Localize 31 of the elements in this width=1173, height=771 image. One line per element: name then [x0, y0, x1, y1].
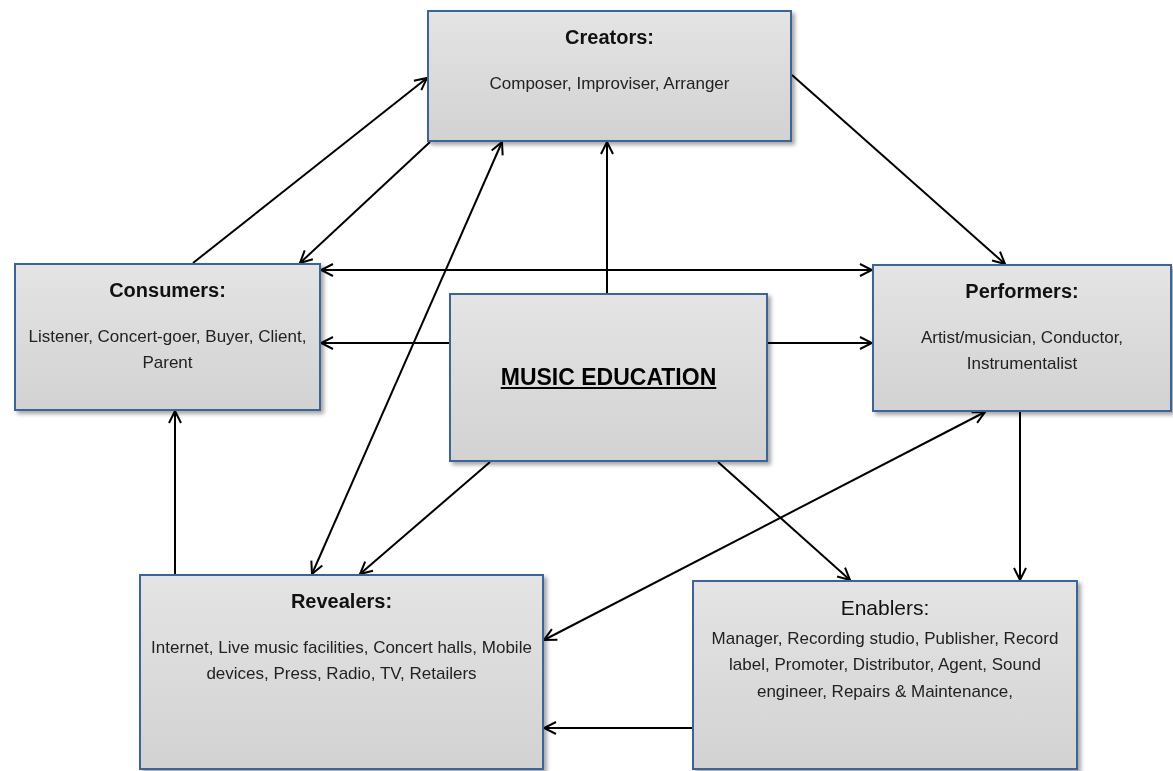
revealers-box: [139, 574, 544, 770]
arrow: [543, 411, 986, 641]
arrow: [320, 263, 873, 277]
box-description: Listener, Concert-goer, Buyer, Client, Parent: [27, 326, 308, 375]
diagram-center-title: MUSIC EDUCATION: [500, 364, 717, 391]
arrow: [310, 141, 504, 575]
arrow: [600, 141, 614, 294]
box-heading: Consumers:: [109, 279, 226, 302]
box-description: Internet, Live music facilities, Concert halls, Mobile devices, Press, Radio, TV, Retailers: [151, 637, 532, 686]
arrow: [320, 336, 450, 350]
consumers-box: [14, 263, 321, 411]
performers-box: [872, 264, 1172, 412]
arrow: [791, 74, 1006, 265]
box-description: Composer, Improviser, Arranger: [489, 73, 730, 95]
creators-box: [427, 10, 792, 142]
box-heading: Revealers:: [290, 590, 393, 613]
enablers-box: [692, 580, 1078, 770]
box-heading: Enablers:: [840, 596, 930, 620]
arrow: [359, 461, 491, 575]
arrow: [299, 141, 431, 264]
arrow: [543, 721, 693, 735]
box-heading: Creators:: [565, 26, 654, 49]
box-description: Manager, Recording studio, Publisher, Record label, Promoter, Distributor, Agent, Sound engineer, Repairs & Maintenance,: [710, 628, 1060, 703]
box-heading: Performers:: [965, 280, 1079, 303]
arrow: [168, 410, 182, 575]
arrow: [717, 461, 851, 581]
arrow: [767, 336, 873, 350]
box-description: Artist/musician, Conductor, Instrumentalist: [919, 327, 1125, 376]
arrow: [1013, 411, 1027, 581]
arrow: [192, 77, 428, 264]
center-box: [449, 293, 768, 462]
